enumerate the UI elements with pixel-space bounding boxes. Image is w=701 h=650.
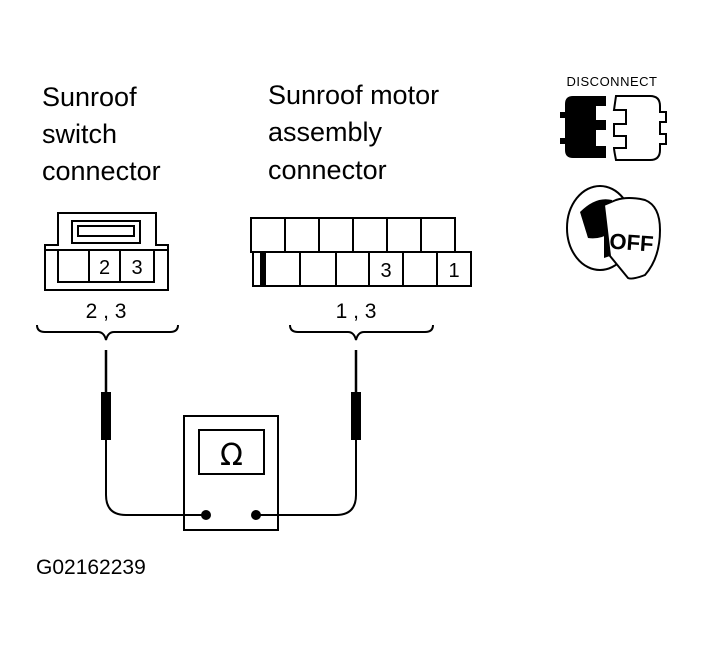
left-lead xyxy=(105,440,206,516)
switch-pin-cell-1 xyxy=(57,249,90,283)
motor-brace xyxy=(289,324,434,341)
switch-connector: 2 3 xyxy=(44,212,169,291)
right-probe xyxy=(351,350,361,440)
motor-title-line-2: assembly xyxy=(268,117,383,147)
ohm-symbol: Ω xyxy=(220,438,243,473)
switch-pin-label: 3 xyxy=(131,257,142,279)
ohmmeter-icon: Ω xyxy=(183,415,279,531)
figure-code: G02162239 xyxy=(36,556,146,579)
switch-connector-title: Sunroof switch connector xyxy=(42,82,161,186)
motor-pin-label: 1 xyxy=(448,260,459,282)
motor-connector: 3 1 xyxy=(250,217,472,287)
switch-title-line-3: connector xyxy=(42,156,161,186)
ignition-key-off-icon: OFF xyxy=(566,185,662,280)
switch-title-line-2: switch xyxy=(42,119,117,149)
motor-title-line-3: connector xyxy=(268,155,387,185)
switch-test-pins: 2 , 3 xyxy=(86,300,127,323)
switch-title-line-1: Sunroof xyxy=(42,82,137,112)
disconnect-label: DISCONNECT xyxy=(567,74,658,89)
ignition-off-label: OFF xyxy=(609,229,655,257)
switch-pin-cell-3 xyxy=(119,249,155,283)
motor-title-line-1: Sunroof motor xyxy=(268,80,439,110)
left-probe xyxy=(101,350,111,440)
switch-pin-label: 2 xyxy=(99,257,110,279)
motor-test-pins: 1 , 3 xyxy=(336,300,377,323)
right-lead xyxy=(256,440,357,516)
switch-brace xyxy=(36,324,179,341)
motor-pin-label: 3 xyxy=(380,260,391,282)
connector-disconnect-icon xyxy=(560,95,667,161)
motor-connector-title: Sunroof motor assembly connector xyxy=(268,80,439,185)
